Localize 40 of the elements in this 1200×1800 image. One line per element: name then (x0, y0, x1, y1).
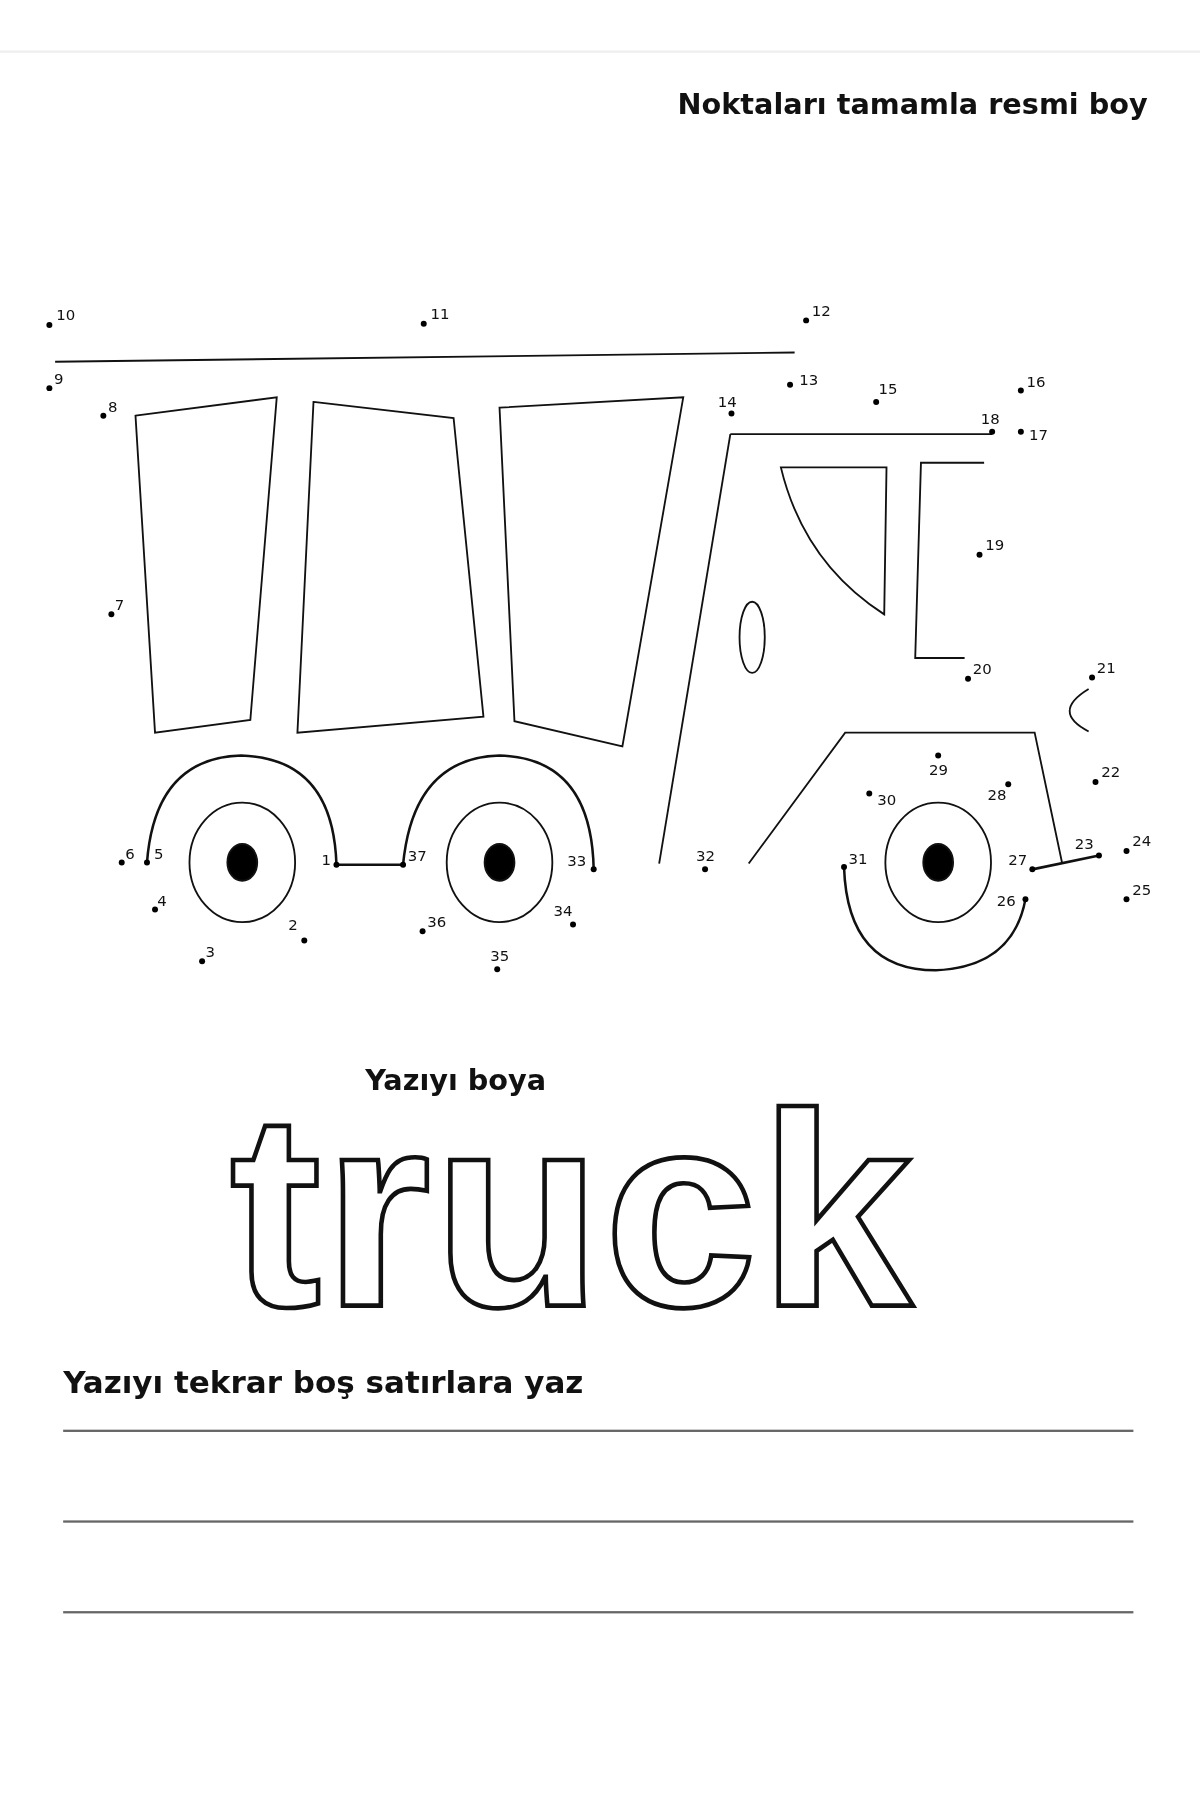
dot-number: 7 (114, 597, 125, 614)
dot-number: 4 (157, 893, 167, 910)
dot-number: 28 (987, 787, 1007, 804)
dot-number: 5 (153, 846, 164, 863)
dot-number: 13 (799, 372, 819, 389)
dot-number: 26 (996, 893, 1016, 910)
dot-number: 23 (1074, 836, 1094, 853)
dot-number: 20 (972, 661, 992, 678)
dot-number: 17 (1028, 427, 1048, 444)
dot-number: 9 (53, 370, 64, 387)
dot-number: 15 (878, 381, 898, 398)
dot-number: 14 (717, 393, 737, 410)
instruction-text: Yazıyı boya (365, 1063, 547, 1097)
dot-number: 21 (1096, 660, 1116, 677)
dot-number: 6 (125, 846, 135, 863)
instruction-text: Yazıyı tekrar boş satırlara yaz (63, 1364, 584, 1400)
dot-number: 10 (56, 307, 76, 324)
dot-number: 33 (567, 853, 587, 870)
dot-number: 8 (107, 399, 118, 416)
dot-number: 19 (985, 537, 1005, 554)
dot-number: 16 (1026, 374, 1046, 391)
dot-number: 36 (427, 914, 447, 931)
dot-number: 27 (1008, 852, 1028, 869)
dot-number: 29 (929, 762, 948, 779)
dot-number: 3 (205, 943, 216, 960)
dot-number: 32 (695, 848, 715, 865)
dot-number: 35 (490, 948, 510, 965)
dot-number: 12 (811, 303, 831, 320)
dot-number: 25 (1132, 881, 1152, 898)
dot-number: 22 (1101, 764, 1121, 781)
dot-number: 37 (407, 848, 427, 865)
dot-number: 31 (848, 850, 868, 867)
dot-number: 30 (877, 792, 897, 809)
dot-number: 1 (321, 852, 332, 869)
dot-number: 18 (980, 411, 1000, 428)
worksheet-title: Noktaları tamamla resmi boy (677, 87, 1148, 121)
dot-number: 24 (1132, 833, 1152, 850)
dot-number: 34 (553, 903, 573, 920)
dot-number: 2 (288, 917, 298, 934)
dot-number: 11 (430, 306, 450, 323)
